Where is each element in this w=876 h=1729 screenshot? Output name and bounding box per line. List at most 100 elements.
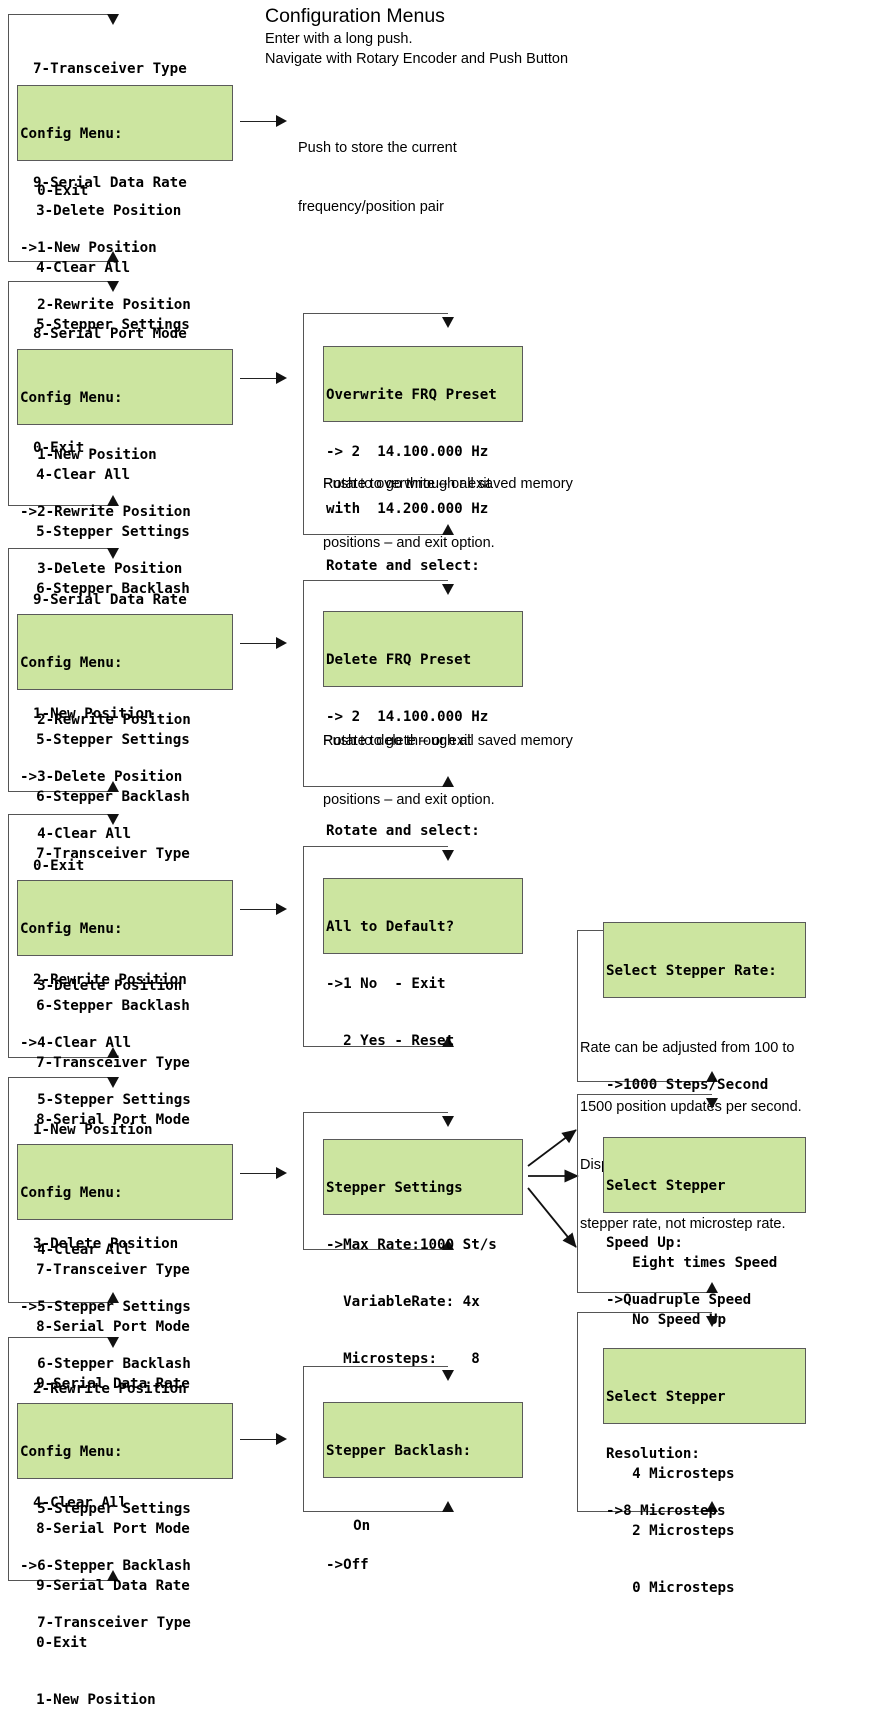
loop-arrow-down-4 [107, 814, 119, 825]
connector-line-5 [240, 1173, 278, 1174]
menu-loop-frame-1 [8, 14, 113, 262]
menu-line: 2-Rewrite Position [33, 972, 187, 988]
menu-line: 9-Serial Data Rate [19, 1376, 190, 1392]
stepper-resolution-loop-frame [577, 1312, 712, 1512]
lcd-config-menu-clear-all[interactable]: Config Menu: 3-Delete Position ->4-Clear… [17, 880, 233, 1108]
detail-arrow-down-6 [442, 1370, 454, 1381]
menu-line: 5-Stepper Settings [19, 732, 190, 748]
option-line: On [336, 1518, 371, 1534]
lcd-line: Delete FRQ Preset [326, 652, 472, 668]
lcd-line: 3-Delete Position [20, 978, 183, 994]
loop-arrow-down-5 [107, 1077, 119, 1088]
connector-arrow-1 [276, 115, 287, 127]
lcd-line: 0-Exit [20, 183, 89, 199]
menu-line: 7-Transceiver Type [33, 61, 187, 77]
note-line: positions – and exit option. [323, 534, 495, 551]
lcd-stepper-settings[interactable]: Stepper Settings ->Max Rate:1000 St/s Va… [323, 1139, 523, 1367]
menu-loop-frame-2 [8, 281, 113, 506]
menu-line: 2-Rewrite Position [33, 1381, 187, 1397]
lcd-stepper-backlash[interactable]: Stepper Backlash: ->Off [323, 1402, 523, 1573]
connector-line-4 [240, 909, 278, 910]
detail-arrow-up-2 [442, 524, 454, 535]
lcd-line-selected: ->6-Stepper Backlash [20, 1558, 191, 1574]
lcd-line-selected: ->4-Clear All [20, 1035, 132, 1051]
lcd-line: 4-Clear All [20, 1242, 132, 1258]
menu-line: 0-Exit [33, 858, 85, 874]
lcd-line-selected: ->8 Microsteps [606, 1503, 726, 1519]
lcd-line: Stepper Settings [326, 1180, 463, 1196]
detail-arrow-up-4 [442, 1036, 454, 1047]
stepper-backlash-options: On [336, 1479, 370, 1555]
lcd-select-stepper-resolution[interactable]: Select Stepper Resolution: ->8 Microstep… [603, 1348, 806, 1519]
detail-arrow-up-5 [442, 1239, 454, 1250]
option-line: 4 Microsteps [615, 1466, 735, 1482]
menu-line: 3-Delete Position [19, 203, 182, 219]
header-instruction-2: Navigate with Rotary Encoder and Push Bu… [265, 51, 569, 67]
lcd-overwrite-frq-preset[interactable]: Overwrite FRQ Preset -> 2 14.100.000 Hz … [323, 346, 523, 574]
loop-arrow-down-3 [107, 548, 119, 559]
lcd-select-stepper-rate[interactable]: Select Stepper Rate: ->1000 Steps/Second [603, 922, 806, 1093]
detail-arrow-down-5 [442, 1116, 454, 1127]
loop-arrow-down-2 [107, 281, 119, 292]
lcd-config-menu-rewrite-position[interactable]: Config Menu: 1-New Position ->2-Rewrite … [17, 349, 233, 577]
lcd-line [326, 1613, 520, 1632]
stepper-speed-up-loop-frame [577, 1094, 712, 1293]
lcd-line: Microsteps: 8 [326, 1351, 480, 1367]
note-line: frequency/position pair [298, 198, 444, 215]
lcd-line: 3-Delete Position [20, 561, 183, 577]
note-rewrite-position: Rotate to go through all saved memory po… [323, 436, 573, 573]
lcd-line-selected: ->1000 Steps/Second [606, 1077, 769, 1093]
note-line: Rate can be adjusted from 100 to [580, 1040, 795, 1056]
stepper-branch-arrows [527, 1129, 579, 1248]
stepper-resolution-arrow-up [706, 1501, 718, 1512]
menu-line: 6-Stepper Backlash [19, 789, 190, 805]
lcd-line: 2 Yes - Reset [326, 1033, 455, 1049]
detail-arrow-down-4 [442, 850, 454, 861]
lcd-config-menu-new-position[interactable]: Config Menu: 0-Exit ->1-New Position 2-R… [17, 85, 233, 313]
note-line: Rotate to go through all saved memory [323, 476, 573, 492]
connector-line-6 [240, 1439, 278, 1440]
menu-line: 4-Clear All [19, 467, 131, 483]
lcd-line-selected: ->1-New Position [20, 240, 157, 256]
menu-line: 1-New Position [33, 706, 153, 722]
lcd-line: 5-Stepper Settings [20, 1092, 191, 1108]
lcd-line: Rotate and select: [326, 823, 480, 839]
lcd-line: 6-Stepper Backlash [20, 1356, 191, 1372]
menu-line: 9-Serial Data Rate [33, 175, 187, 191]
menu-line: 8-Serial Port Mode [19, 1112, 190, 1128]
loop-arrow-up-5 [107, 1292, 119, 1303]
note-line: Rotate to go through all saved memory [323, 733, 573, 749]
stepper-rate-arrow-up [706, 1071, 718, 1082]
lcd-line-selected: -> 2 14.100.000 Hz [326, 444, 489, 460]
menu-loop-frame-4 [8, 814, 113, 1058]
lcd-all-to-default[interactable]: All to Default? ->1 No - Exit 2 Yes - Re… [323, 878, 523, 1049]
connector-line-3 [240, 643, 278, 644]
lcd-line: Overwrite FRQ Preset [326, 387, 497, 403]
lcd-config-menu-stepper-backlash[interactable]: Config Menu: 5-Stepper Settings ->6-Step… [17, 1403, 233, 1631]
menu-line: 8-Serial Port Mode [19, 1521, 190, 1537]
menu-line: 5-Stepper Settings [19, 317, 190, 333]
lcd-line: Config Menu: [20, 126, 123, 142]
lcd-line: Config Menu: [20, 921, 123, 937]
menu-line: 9-Serial Data Rate [19, 1578, 190, 1594]
option-line: Eight times Speed [615, 1255, 778, 1271]
lcd-config-menu-stepper-settings[interactable]: Config Menu: 4-Clear All ->5-Stepper Set… [17, 1144, 233, 1372]
lcd-delete-frq-preset[interactable]: Delete FRQ Preset -> 2 14.100.000 Hz Rot… [323, 611, 523, 839]
header-instruction-1: Enter with a long push. [265, 31, 413, 47]
lcd-line: 2-Rewrite Position [20, 297, 191, 313]
menu-line: 6-Stepper Backlash [19, 998, 190, 1014]
lcd-line: Stepper Backlash: [326, 1443, 472, 1459]
lcd-line: Config Menu: [20, 1185, 123, 1201]
lcd-line: 4-Clear All [20, 826, 132, 842]
menu-line: 9-Serial Data Rate [33, 592, 187, 608]
lcd-line: All to Default? [326, 919, 455, 935]
lcd-config-menu-delete-position[interactable]: Config Menu: 2-Rewrite Position ->3-Dele… [17, 614, 233, 842]
lcd-select-stepper-speed-up[interactable]: Select Stepper Speed Up: ->Quadruple Spe… [603, 1137, 806, 1308]
lcd-line: Speed Up: [606, 1235, 683, 1251]
lcd-line: 2-Rewrite Position [20, 712, 191, 728]
note-line: positions – and exit option. [323, 791, 495, 808]
connector-arrow-2 [276, 372, 287, 384]
detail-arrow-up-3 [442, 776, 454, 787]
lcd-line [326, 1089, 520, 1108]
stepper-resolution-options: 4 Microsteps 2 Microsteps 0 Microsteps [615, 1427, 735, 1617]
